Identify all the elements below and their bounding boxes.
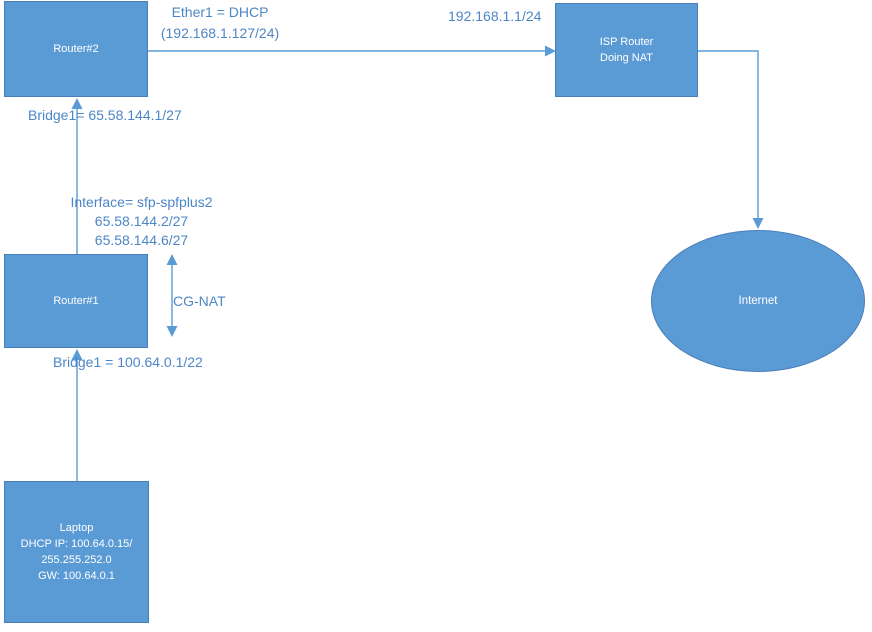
node-laptop-label-line2: DHCP IP: 100.64.0.15/: [20, 538, 133, 550]
node-isp-router: ISP Router Doing NAT: [555, 3, 698, 97]
label-ether1-dhcp: Ether1 = DHCP (192.168.1.127/24): [150, 2, 290, 44]
node-router2: Router#2: [4, 1, 148, 97]
label-router2-bridge: Bridge1= 65.58.144.1/27: [28, 107, 182, 123]
connector-laptop-to-router1: [71, 349, 83, 481]
node-laptop-label-line4: GW: 100.64.0.1: [38, 570, 115, 582]
label-router1-bridge: Bridge1 = 100.64.0.1/22: [53, 354, 203, 370]
node-router1: Router#1: [4, 254, 148, 348]
node-internet-cloud: Internet: [651, 230, 865, 372]
node-laptop-label-line1: Laptop: [59, 522, 94, 534]
node-laptop-label-line3: 255.255.252.0: [41, 554, 112, 566]
label-interface-sfp: Interface= sfp-spfplus2 65.58.144.2/27 6…: [65, 193, 218, 250]
node-router1-label: Router#1: [53, 295, 99, 307]
label-interface-sfp-line2: 65.58.144.2/27: [94, 213, 189, 229]
label-isp-wan-ip: 192.168.1.1/24: [448, 8, 542, 24]
node-laptop: Laptop DHCP IP: 100.64.0.15/ 255.255.252…: [4, 481, 149, 623]
label-ether1-dhcp-line2: (192.168.1.127/24): [160, 25, 280, 41]
connector-cgnat-double-arrow: [166, 254, 178, 337]
label-cg-nat: CG-NAT: [173, 293, 226, 309]
node-router2-label: Router#2: [53, 43, 99, 55]
connector-router1-to-router2: [71, 98, 83, 254]
connector-isp-to-internet: [698, 50, 764, 229]
label-interface-sfp-line3: 65.58.144.6/27: [94, 232, 189, 248]
node-internet-label: Internet: [738, 295, 778, 307]
label-interface-sfp-line1: Interface= sfp-spfplus2: [70, 194, 213, 210]
connector-router2-to-isp: [148, 45, 556, 57]
label-ether1-dhcp-line1: Ether1 = DHCP: [171, 4, 269, 20]
node-isp-router-label-line2: Doing NAT: [600, 52, 653, 64]
node-isp-router-label-line1: ISP Router: [599, 36, 654, 48]
